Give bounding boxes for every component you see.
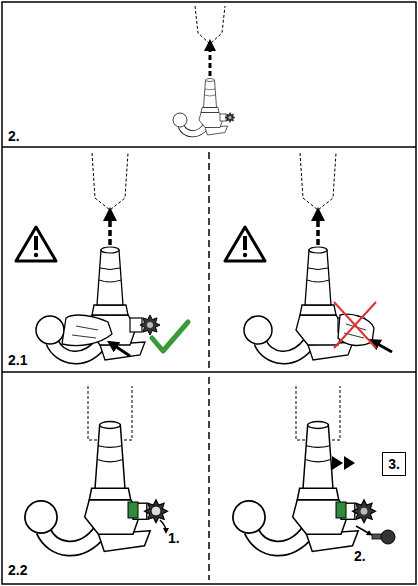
step-number: 2. bbox=[8, 128, 20, 144]
callout-number: 1. bbox=[168, 530, 180, 546]
step-number: 2.1 bbox=[8, 352, 27, 368]
step-number: 2.2 bbox=[8, 562, 27, 578]
callout-number: 2. bbox=[354, 548, 366, 564]
step-reference-box: 3. bbox=[382, 452, 406, 476]
step-reference: 3. bbox=[388, 456, 400, 472]
